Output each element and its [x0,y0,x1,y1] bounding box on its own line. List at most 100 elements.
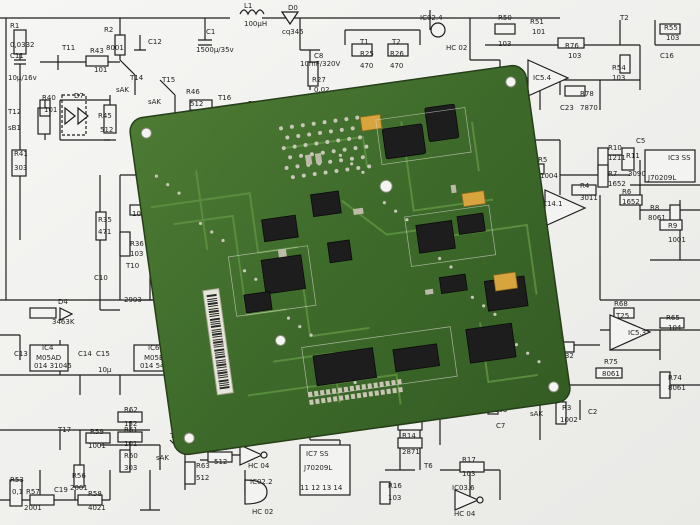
schematic-label-r6v: 1652 [622,198,640,206]
schematic-label-r64v: 512 [214,458,227,466]
header-pin [386,388,391,395]
barcode-bar [219,386,230,390]
via [493,312,497,316]
via [336,138,341,143]
schematic-label-r43: R43 [90,47,104,55]
schematic-label-ic024: IC02.4 [420,14,443,22]
via [292,144,297,149]
schematic-label-r6: R6 [622,188,632,196]
schematic-label-r10v: 1211 [608,154,626,162]
schematic-label-r59: R59 [90,428,104,436]
schematic-label-r27v: 0.02 [314,86,330,94]
via [482,304,486,308]
header-pin [343,386,349,393]
schematic-label-ic036: IC03.6 [452,484,475,492]
header-pin [373,382,378,388]
schematic-label-c10: C10 [94,274,108,282]
schematic-label-r17v: 103 [462,470,475,478]
via [438,256,442,261]
schematic-label-ic54: IC5.4 [533,74,552,82]
via [342,147,347,152]
schematic-label-ic6b: 014 54628 [140,362,178,370]
schematic-label-r2: R2 [104,26,113,34]
via [360,155,365,160]
schematic-label-v2903a: 2903 [124,296,142,304]
schematic-label-d4: D4 [58,298,68,306]
schematic-label-r59v: 1001 [88,442,106,450]
schematic-label-r57v: 2001 [24,504,42,512]
schematic-label-r58: R58 [88,490,102,498]
barcode-bar [206,293,217,298]
header-pin [391,379,396,386]
barcode-bar [210,320,221,324]
barcode-bar [217,369,228,372]
schematic-label-r62v: 152 [124,420,137,428]
schematic-label-r61v: 101 [124,440,137,448]
schematic-label-ic141: IC14.1 [540,200,563,208]
schematic-label-r76: R76 [565,42,579,50]
barcode-bar [211,328,222,331]
via [301,173,306,178]
via [285,135,290,140]
schematic-label-r51v: 101 [532,28,545,36]
via [307,132,312,137]
barcode-bar [216,366,227,369]
schematic-label-hc02c: HC 02 [252,508,273,516]
schematic-label-r5: R5 [538,156,547,164]
barcode-bar [218,379,229,383]
schematic-label-r4: R4 [580,182,590,190]
schematic-label-r16v: 103 [388,494,401,502]
header-pin [398,386,403,393]
schematic-label-r74v: 8061 [668,384,686,392]
schematic-label-r60v: 303 [124,464,137,472]
via [322,120,327,125]
schematic-label-ic7: IC7 SS [306,450,329,458]
schematic-label-t12: T12 [7,108,21,116]
via [298,325,302,329]
via [328,159,333,164]
barcode-bar [209,312,220,316]
schematic-label-r60: R60 [124,452,138,460]
barcode-bar [215,361,227,364]
schematic-label-c1: C1 [206,28,215,36]
via [526,351,530,355]
schematic-label-r36: R36 [130,240,144,248]
schematic-label-r3v: 1002 [560,416,578,424]
barcode-label [202,287,234,396]
barcode-bar [215,355,226,359]
via [279,126,284,131]
schematic-label-c2: C2 [588,408,597,416]
schematic-label-c11: C11 [10,52,24,60]
schematic-label-ic53: IC5.3 [628,329,646,337]
schematic-label-hc02: HC 02 [446,44,467,52]
schematic-label-r17: R17 [462,456,476,464]
schematic-label-r1: R1 [10,22,19,30]
barcode-bar [207,299,218,303]
barcode-bar [211,330,222,333]
schematic-label-r36v: 103 [130,250,143,258]
header-pin [337,387,343,393]
barcode-bar [216,363,227,367]
via [288,155,293,160]
header-pin [355,384,361,391]
schematic-label-r78: R78 [580,90,594,98]
schematic-label-r40: R40 [42,94,56,102]
barcode-bar [218,376,229,379]
schematic-label-j70209l: J70209L [647,174,676,182]
via [449,265,453,269]
schematic-label-ic4: IC4 [42,344,54,352]
schematic-label-r50: R50 [498,14,512,22]
via [334,169,339,174]
barcode-bar [218,382,229,385]
schematic-label-r2v: 8001 [106,44,124,52]
schematic-label-t16: T16 [217,94,232,102]
pcb-silkscreen [227,107,497,398]
schematic-label-c12: C12 [148,38,162,46]
schematic-label-hc04b: HC 04 [454,510,476,518]
schematic-label-r1v: 0,0332 [10,41,35,49]
via [345,167,350,172]
barcode-bar [207,301,218,306]
schematic-label-r35v: 471 [98,228,111,236]
header-pin [313,390,319,397]
